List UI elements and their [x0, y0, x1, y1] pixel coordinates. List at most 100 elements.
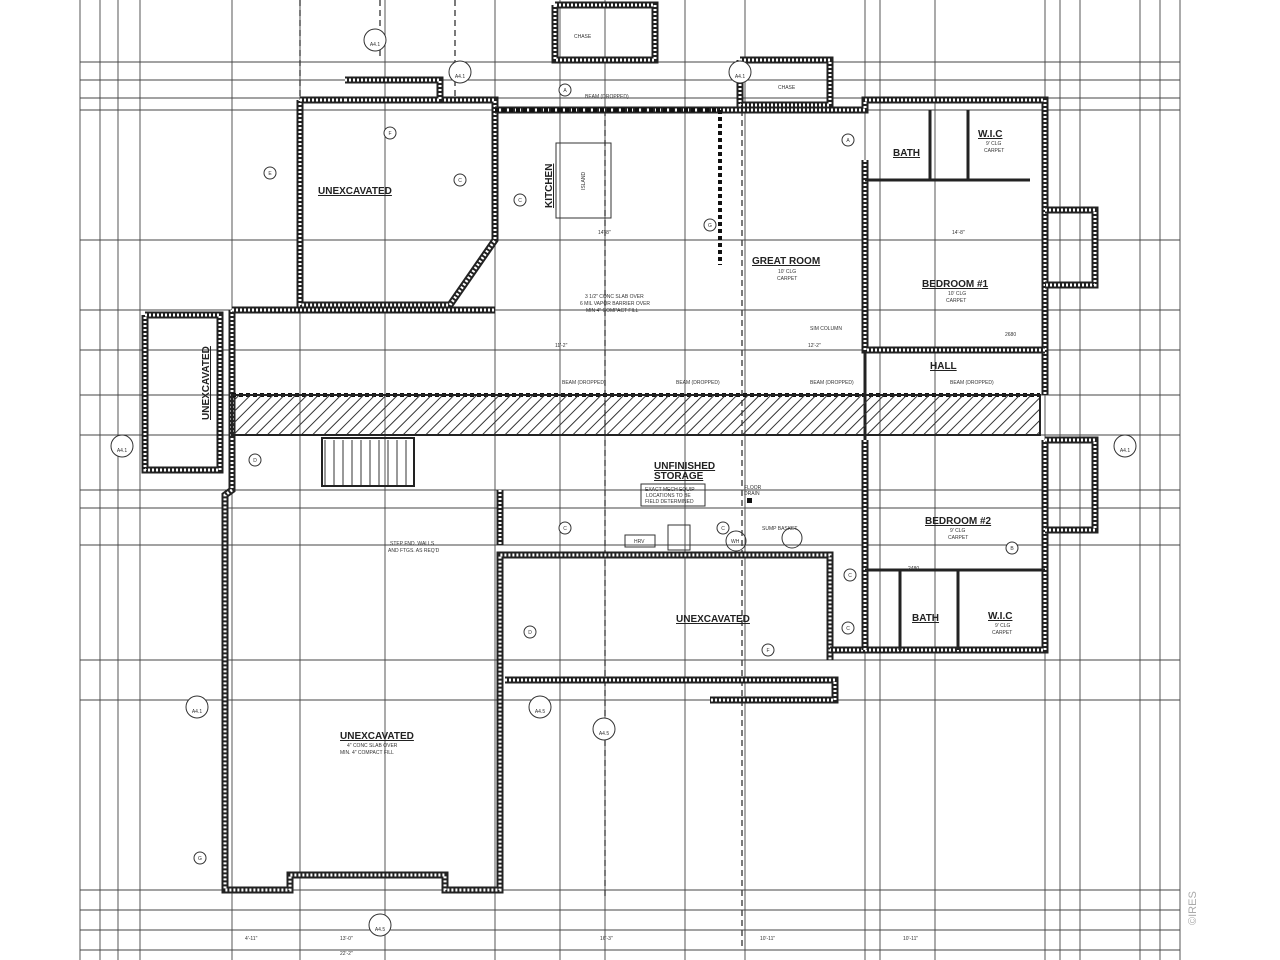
section-label: A4.1: [117, 448, 128, 454]
section-label: A4.5: [599, 731, 610, 737]
hrv-label: HRV: [634, 539, 645, 545]
wall: [505, 676, 839, 704]
wall-fill: [505, 678, 837, 702]
grid-tag-label: C: [721, 526, 725, 532]
slab-note-2: 6 MIL VAPOR BARRIER OVER: [580, 301, 650, 307]
section-label: A4.1: [192, 709, 203, 715]
section-label: A4.1: [455, 74, 466, 80]
grid-tag: [193, 851, 207, 865]
room-wic-1: W.I.C: [978, 129, 1002, 140]
grid-tag: [558, 83, 572, 97]
section-marker: [592, 717, 616, 741]
mech-note-box: [640, 483, 706, 507]
mech-note-2: LOCATIONS TO BE: [646, 493, 691, 499]
room-unexcavated-sw: UNEXCAVATED: [340, 731, 414, 742]
grid-tag-label: C: [846, 626, 850, 632]
dim: 14'-8": [598, 230, 611, 236]
wall-fill: [1045, 438, 1097, 532]
step-note-1: STEP FND. WALLS: [390, 541, 435, 547]
section-marker: [363, 28, 387, 52]
section-marker: [448, 60, 472, 84]
grid-tag: [513, 193, 527, 207]
bedroom-1-ceiling: 10' CLG: [948, 291, 966, 297]
wall-fill: [143, 313, 222, 472]
wall-fill: [1045, 208, 1097, 287]
room-hall: HALL: [930, 361, 957, 372]
wall: [345, 76, 444, 104]
hrv-unit: [624, 534, 656, 548]
wic-2-ceiling: 9' CLG: [995, 623, 1011, 629]
wall: [861, 160, 1045, 354]
section-label: A4.5: [375, 927, 386, 933]
wall-fill: [298, 98, 497, 307]
room-bath-1: BATH: [893, 148, 920, 159]
water-heater: [725, 530, 747, 552]
room-great-room: GREAT ROOM: [752, 256, 820, 267]
grid-tag-label: C: [848, 573, 852, 579]
sw-slab-note-2: MIN. 4" COMPACT FILL: [340, 750, 394, 756]
beam-label: BEAM (DROPPED): [810, 380, 854, 386]
grid-tag: [263, 166, 277, 180]
grid-tag-label: C: [458, 178, 462, 184]
dim: 10'-11": [760, 936, 775, 942]
floor-drain-icon: [747, 498, 752, 503]
grid-tag-label: C: [563, 526, 567, 532]
wall-fill: [345, 78, 442, 102]
room-bath-2: BATH: [912, 613, 939, 624]
grid-tag: [453, 173, 467, 187]
bedroom-2-floor: CARPET: [948, 535, 968, 541]
wall-fill: [495, 98, 1047, 395]
sw-slab-note-1: 4" CONC SLAB OVER: [347, 743, 398, 749]
room-kitchen: KITCHEN: [544, 164, 555, 208]
section-label: A4.1: [1120, 448, 1131, 454]
dim: 14'-8": [952, 230, 965, 236]
room-storage-line2: STORAGE: [654, 471, 704, 482]
section-marker: [728, 60, 752, 84]
wall: [1045, 206, 1099, 289]
section-label: A4.5: [535, 709, 546, 715]
grid-tag-label: A: [563, 88, 567, 94]
room-storage-line1: UNFINISHED: [654, 461, 715, 472]
room-wic-2: W.I.C: [988, 611, 1012, 622]
dim: 13'-0": [340, 936, 353, 942]
dimension-grid: [79, 0, 1181, 960]
room-unexcavated-nw: UNEXCAVATED: [318, 186, 392, 197]
slab-note-3: MIN 4" COMPACT FILL: [586, 308, 639, 314]
dim: 10'-11": [903, 936, 918, 942]
grid-tag: [523, 625, 537, 639]
island-label: ISLAND: [581, 172, 587, 190]
room-bedroom-1: BEDROOM #1: [922, 279, 989, 290]
wall: [1045, 436, 1099, 534]
floor-drain-2: DRAIN: [744, 491, 760, 497]
chase-label: CHASE: [574, 34, 592, 40]
grid-tag-label: F: [388, 131, 391, 137]
mech-note-1: EXACT MECH EQUIP: [645, 487, 695, 493]
stair: [321, 437, 415, 487]
great-room-ceiling: 10' CLG: [778, 269, 796, 275]
grid-tag: [558, 521, 572, 535]
sim-column-note: SIM COLUMN: [810, 326, 842, 332]
grid-tag: [841, 133, 855, 147]
step-note-2: AND FTGS. AS REQ'D: [388, 548, 440, 554]
grid-tag-label: G: [708, 223, 712, 229]
beam-label: BEAM (DROPPED): [562, 380, 606, 386]
beam-label: BEAM (DROPPED): [585, 94, 629, 100]
wic-1-floor: CARPET: [984, 148, 1004, 154]
dim: 12'-2": [808, 343, 821, 349]
walls: [141, 1, 1099, 894]
sump-basket: [781, 527, 803, 549]
grid-tag: [843, 568, 857, 582]
grid-tag-label: D: [253, 458, 257, 464]
grid-tag: [716, 521, 730, 535]
wall-fill: [863, 160, 1045, 352]
kitchen-island: [555, 142, 612, 219]
wic-2-floor: CARPET: [992, 630, 1012, 636]
dim: 11'-2": [555, 343, 568, 349]
room-bedroom-2: BEDROOM #2: [925, 516, 992, 527]
grid-tag: [841, 621, 855, 635]
great-room-floor: CARPET: [777, 276, 797, 282]
section-marker: [185, 695, 209, 719]
grid-tag-label: B: [1010, 546, 1014, 552]
